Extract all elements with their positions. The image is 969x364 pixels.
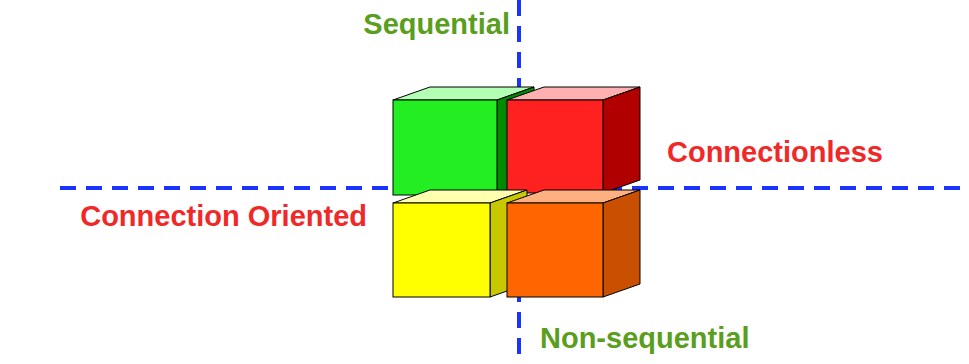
axis-label: Connectionless [667,136,883,169]
axis-label: Non-sequential [540,322,749,355]
red-cube [507,87,640,193]
axis-label: Sequential [363,8,510,41]
axis-label: Connection Oriented [80,200,367,233]
orange-cube [507,190,640,297]
